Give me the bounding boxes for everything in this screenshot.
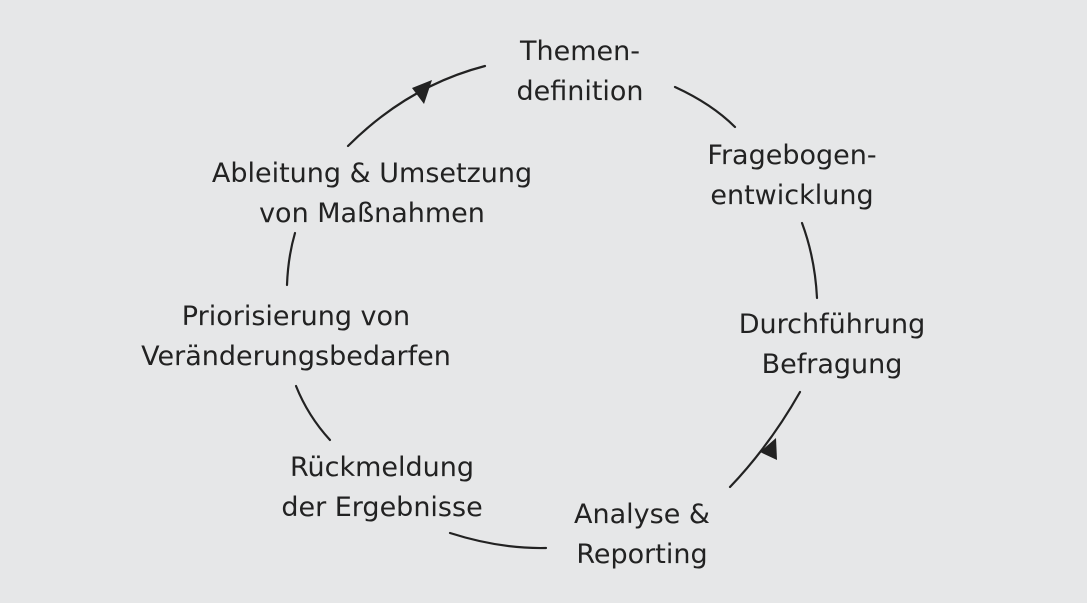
step-line-1: Rückmeldung bbox=[289, 452, 475, 483]
step-line-1: Themen- bbox=[520, 36, 640, 67]
step-rueckmeldung-ergebnisse: Rückmeldung der Ergebnisse bbox=[281, 448, 482, 528]
arrowhead-icon bbox=[760, 438, 777, 460]
connector-arc-5 bbox=[294, 384, 332, 442]
step-line-1: Ableitung & Umsetzung bbox=[211, 158, 533, 189]
step-line-2: entwicklung bbox=[710, 180, 874, 211]
connector-arc-6 bbox=[285, 231, 297, 287]
step-line-2: Befragung bbox=[761, 349, 903, 380]
step-line-1: Priorisierung von bbox=[181, 301, 411, 332]
step-line-2: von Maßnahmen bbox=[259, 198, 485, 229]
connector-arc-7 bbox=[346, 64, 487, 148]
step-durchfuehrung-befragung: Durchführung Befragung bbox=[739, 305, 926, 385]
step-line-2: Reporting bbox=[576, 539, 708, 570]
step-line-2: Veränderungsbedarfen bbox=[141, 341, 451, 372]
connector-arc-2 bbox=[800, 221, 819, 300]
step-themendefinition: Themen- definition bbox=[516, 32, 643, 112]
step-line-1: Durchführung bbox=[738, 309, 926, 340]
connector-arc-3 bbox=[728, 390, 802, 489]
step-line-1: Analyse & bbox=[574, 499, 710, 530]
step-line-1: Fragebogen- bbox=[707, 140, 877, 171]
step-fragebogenentwicklung: Fragebogen- entwicklung bbox=[707, 136, 876, 216]
step-line-2: der Ergebnisse bbox=[281, 492, 483, 523]
connector-arc-4 bbox=[448, 531, 548, 550]
step-analyse-reporting: Analyse & Reporting bbox=[574, 495, 710, 575]
step-line-2: definition bbox=[516, 76, 644, 107]
step-priorisierung: Priorisierung von Veränderungsbedarfen bbox=[141, 297, 451, 377]
step-ableitung-umsetzung: Ableitung & Umsetzung von Maßnahmen bbox=[212, 154, 532, 234]
connector-arc-1 bbox=[673, 85, 737, 129]
arrowhead-icon bbox=[412, 80, 432, 104]
